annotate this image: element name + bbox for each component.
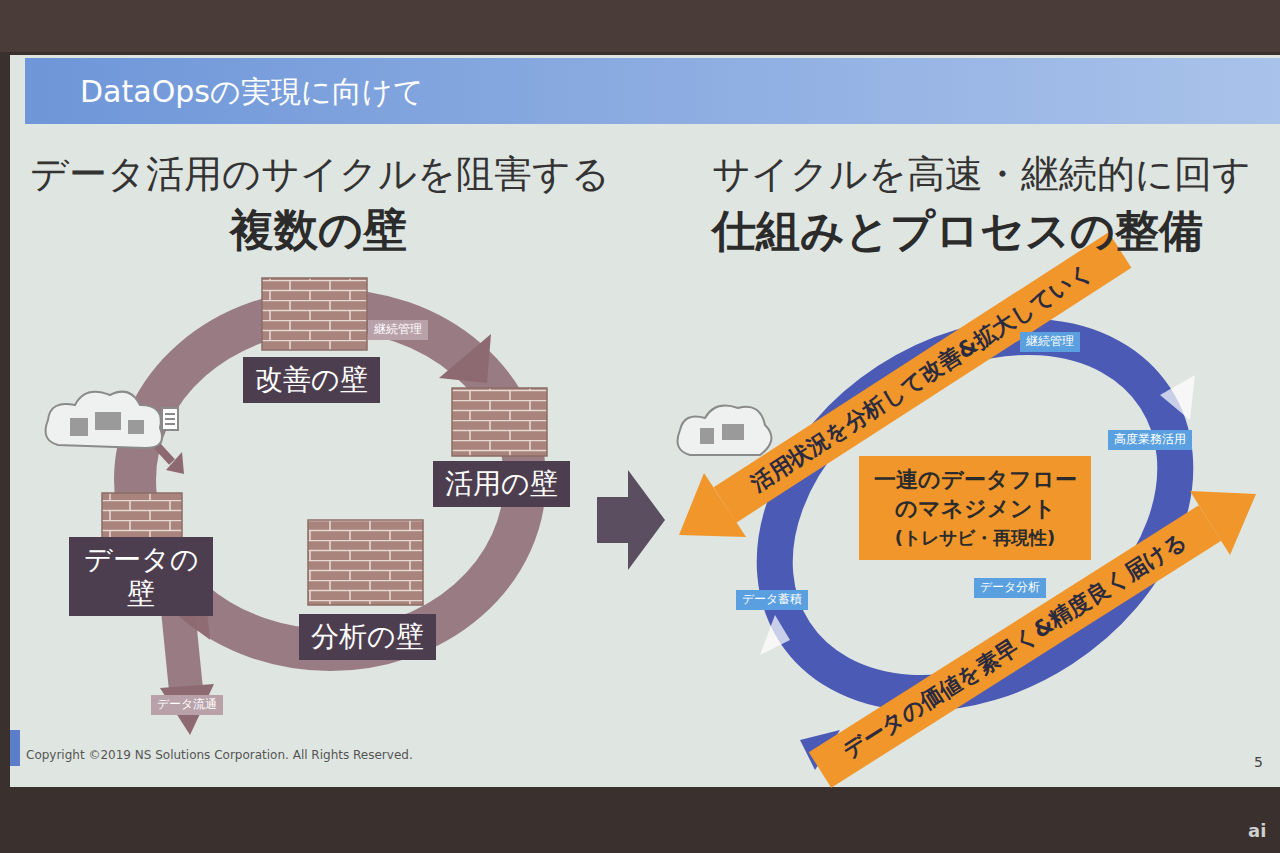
box-text: 分析の壁 [311,620,424,654]
box-text: 継続管理 [1026,334,1074,350]
box-text: データ流通 [157,697,217,713]
room-background [0,790,1280,853]
title-band [25,58,1280,124]
box-text: 高度業務活用 [1114,432,1186,448]
box-text: データの 壁 [81,543,201,610]
accent-bar [10,730,20,766]
management-box: 一連のデータフロー のマネジメント(トレサビ・再現性) [859,456,1091,560]
wall-label: 改善の壁 [243,357,380,403]
room-background [0,0,1280,52]
box-text: 活用の壁 [445,467,558,501]
blocked-cycle [135,310,525,735]
stage-tag: 高度業務活用 [1108,430,1192,450]
stage-tag: 継続管理 [1020,332,1080,352]
watermark: ai [1248,820,1266,842]
orange-flow-arrow [679,250,1256,770]
box-text: 継続管理 [374,322,422,338]
section-heading: サイクルを高速・継続的に回す [712,152,1251,198]
box-text: 一連のデータフロー のマネジメント [873,466,1077,523]
box-text: データ分析 [980,580,1040,596]
section-heading: 複数の壁 [230,204,407,257]
slide-background [10,55,1280,787]
box-text: 改善の壁 [255,363,368,397]
wall-label: 分析の壁 [299,614,436,660]
stage-tag: データ流通 [151,695,223,715]
box-text: データ蓄積 [742,592,802,608]
wall-label: データの 壁 [69,537,213,616]
stage-tag: データ蓄積 [736,590,808,610]
section-heading: 仕組みとプロセスの整備 [712,205,1203,258]
wall-label: 活用の壁 [433,461,570,507]
copyright-note: Copyright ©2019 NS Solutions Corporation… [26,748,413,762]
stage-tag: データ分析 [974,578,1046,598]
data-source-icons [46,392,178,448]
section-heading: データ活用のサイクルを阻害する [30,152,610,198]
stage-tag: 継続管理 [368,320,428,340]
cloud-icon [678,406,772,455]
page-number: 5 [1254,754,1263,771]
slide-title: DataOpsの実現に向けて [80,72,424,113]
transition-arrow [597,470,665,570]
box-text: (トレサビ・再現性) [873,525,1077,550]
